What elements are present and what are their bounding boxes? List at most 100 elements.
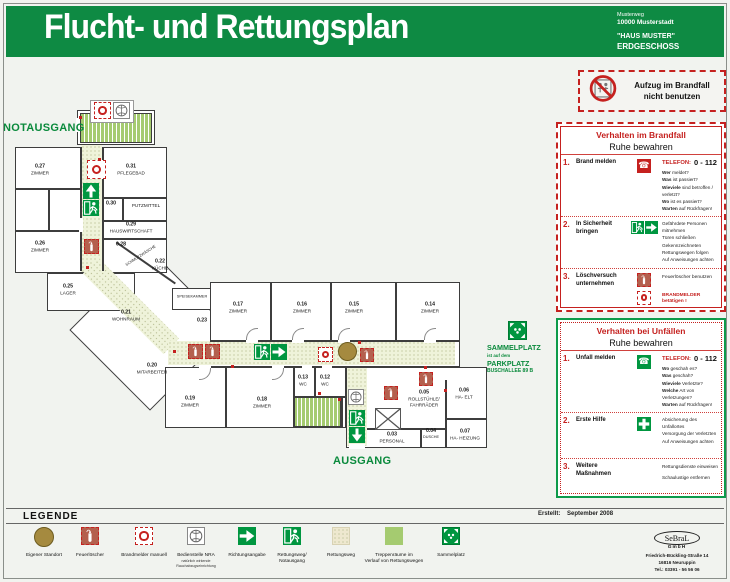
exitman-icon — [283, 527, 301, 545]
legend-item-label: Bedienstelle NRA — [177, 553, 215, 558]
building-name: "HAUS MUSTER" — [617, 33, 675, 40]
arrow-right-icon — [238, 527, 256, 545]
accident-panel-subtitle: Ruhe bewahren — [609, 338, 673, 348]
city: 10000 Musterstadt — [617, 18, 674, 26]
alarm-dot — [86, 266, 89, 269]
ext-icon — [84, 239, 99, 254]
company-block: SeBraL GmbH Friedrich-Bückling-Straße 14… — [630, 528, 724, 574]
street: Musterweg — [617, 12, 644, 18]
alarm-dot — [231, 365, 234, 368]
room-label: 0.23 — [196, 317, 208, 324]
standort-icon — [34, 527, 54, 547]
room-label: SPEISEKAMMER — [176, 294, 208, 299]
ext-icon — [384, 386, 398, 400]
legend-item-label: Rettungsweg/Notausgang — [277, 553, 307, 565]
fire-panel-header: Verhalten im Brandfall Ruhe bewahren — [561, 127, 721, 155]
standort-icon — [338, 342, 357, 361]
alarm-dot — [424, 366, 427, 369]
floor-name: ERDGESCHOSS — [617, 41, 680, 51]
cross-icon — [637, 416, 651, 431]
route-main-corridor — [168, 341, 455, 365]
header-address-block: Musterweg 10000 Musterstadt "HAUS MUSTER… — [617, 12, 712, 52]
legend-title: LEGENDE — [23, 511, 79, 522]
brandmelder-icon — [637, 290, 651, 305]
legend-item-label: Sammelplatz — [437, 553, 465, 558]
ext-icon — [205, 344, 220, 359]
phone-red-icon: ☎ — [637, 159, 651, 173]
sammelplatz-icon — [442, 527, 460, 545]
ausgang-label: AUSGANG — [333, 455, 392, 467]
header-banner: Flucht- und Rettungsplan Musterweg 10000… — [6, 6, 724, 57]
exitman-icon — [83, 200, 99, 216]
fan-icon — [348, 389, 364, 405]
exitman-icon — [349, 410, 365, 426]
stair-swatch-icon — [385, 527, 403, 545]
legend-item-label: Brandmelder manuell — [121, 553, 167, 558]
ext-icon — [637, 272, 651, 287]
route-exit-corridor — [347, 368, 367, 446]
route-swatch-icon — [332, 527, 350, 545]
legend-item: Brandmelder manuell — [113, 527, 175, 559]
fire-panel-title: Verhalten im Brandfall — [596, 130, 686, 140]
alarm-dot — [338, 398, 341, 401]
alarm-dot — [318, 392, 321, 395]
alarm-dot — [444, 389, 447, 392]
bottom-staircase — [293, 397, 341, 427]
room-label: 0.30 — [105, 200, 117, 207]
brandmelder-icon — [318, 347, 333, 362]
room-label: 0.28 — [115, 241, 127, 248]
no-elevator-icon — [586, 74, 620, 109]
ext-icon — [188, 344, 203, 359]
room-label: PUTZMITTEL — [131, 203, 161, 209]
legend-item: Rettungsweg/Notausgang — [261, 527, 323, 565]
legend-item-label: Eigener Standort — [25, 553, 62, 558]
plan-right-bottom-block — [346, 367, 487, 448]
notausgang-label: NOTAUSGANG — [3, 122, 85, 134]
company-logo: SeBraL — [653, 531, 701, 545]
accident-panel-header: Verhalten bei Unfällen Ruhe bewahren — [561, 323, 721, 351]
assembly-point-label: SAMMELPLATZ ist auf dem PARKPLATZ BUSCHA… — [487, 343, 541, 375]
arrow-right-icon — [271, 344, 287, 360]
exitman-icon — [254, 344, 270, 360]
accident-panel-title: Verhalten bei Unfällen — [596, 326, 686, 336]
fire-panel-subtitle: Ruhe bewahren — [609, 142, 673, 152]
legend-item: Rettungsweg — [310, 527, 372, 559]
elevator-warning-box: Aufzug im Brandfall nicht benutzen — [578, 70, 726, 112]
elevator-shaft — [375, 408, 401, 430]
legend-top-rule — [6, 508, 724, 509]
alarm-dot — [79, 116, 82, 119]
created-date: Erstellt: September 2008 — [538, 511, 614, 517]
legend-item: Sammelplatz — [420, 527, 482, 559]
legend-item-label: Rettungsweg — [327, 553, 355, 558]
sammelplatz-icon — [508, 321, 527, 340]
ext-icon — [81, 527, 99, 545]
fire-behavior-panel: Verhalten im Brandfall Ruhe bewahren 1.B… — [556, 122, 726, 312]
